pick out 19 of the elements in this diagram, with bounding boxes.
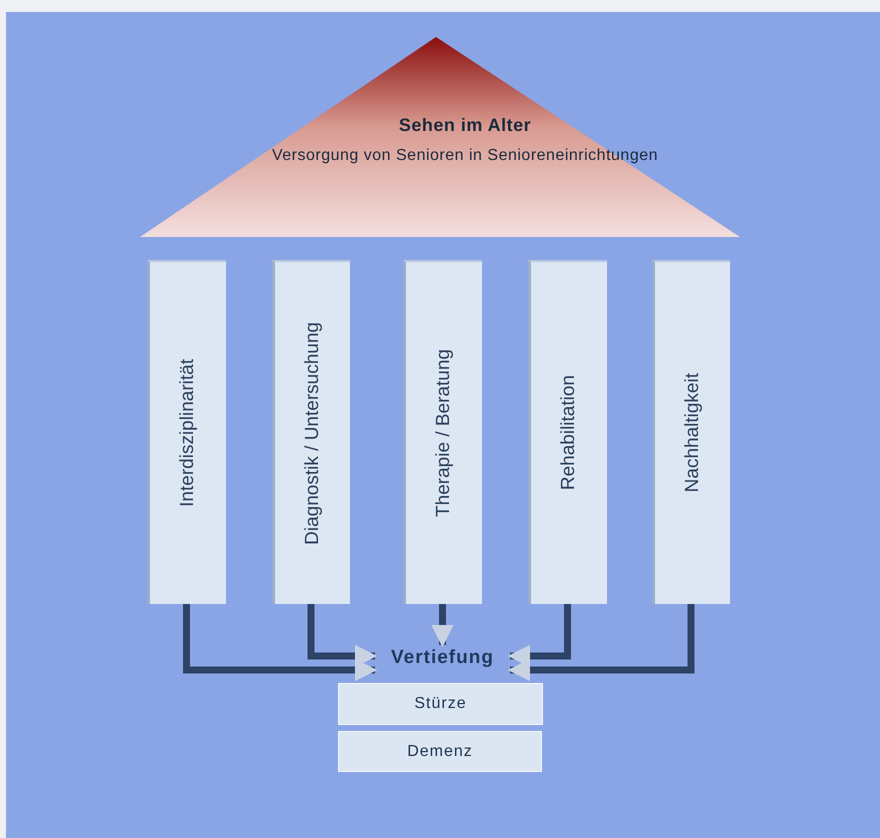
elbow-arrow	[508, 604, 694, 682]
pillar-label: Diagnostik / Untersuchung	[302, 322, 324, 544]
pillar-box	[272, 260, 350, 604]
pillar-box	[147, 260, 226, 604]
roof-heading: Sehen im Alter	[398, 115, 532, 136]
topic-box: Demenz	[338, 731, 542, 772]
heading-text: Vertiefung	[375, 645, 510, 671]
topic-box: Stürze	[338, 683, 543, 725]
pillar-box	[652, 260, 730, 604]
pillar-label: Rehabilitation	[558, 375, 580, 491]
roof-subtitle: Versorgung von Senioren in Senioreneinrichtungen	[270, 147, 660, 165]
elbow-arrow	[431, 604, 454, 648]
pillar-label: Nachhaltigkeit	[682, 373, 704, 493]
pillar-label: Therapie / Beratung	[433, 349, 455, 517]
pillar-box	[528, 260, 607, 604]
pillar-label: Interdisziplinarität	[177, 359, 199, 507]
elbow-arrow	[183, 604, 378, 682]
roof-triangle	[140, 37, 740, 237]
pillar-box	[403, 260, 482, 604]
